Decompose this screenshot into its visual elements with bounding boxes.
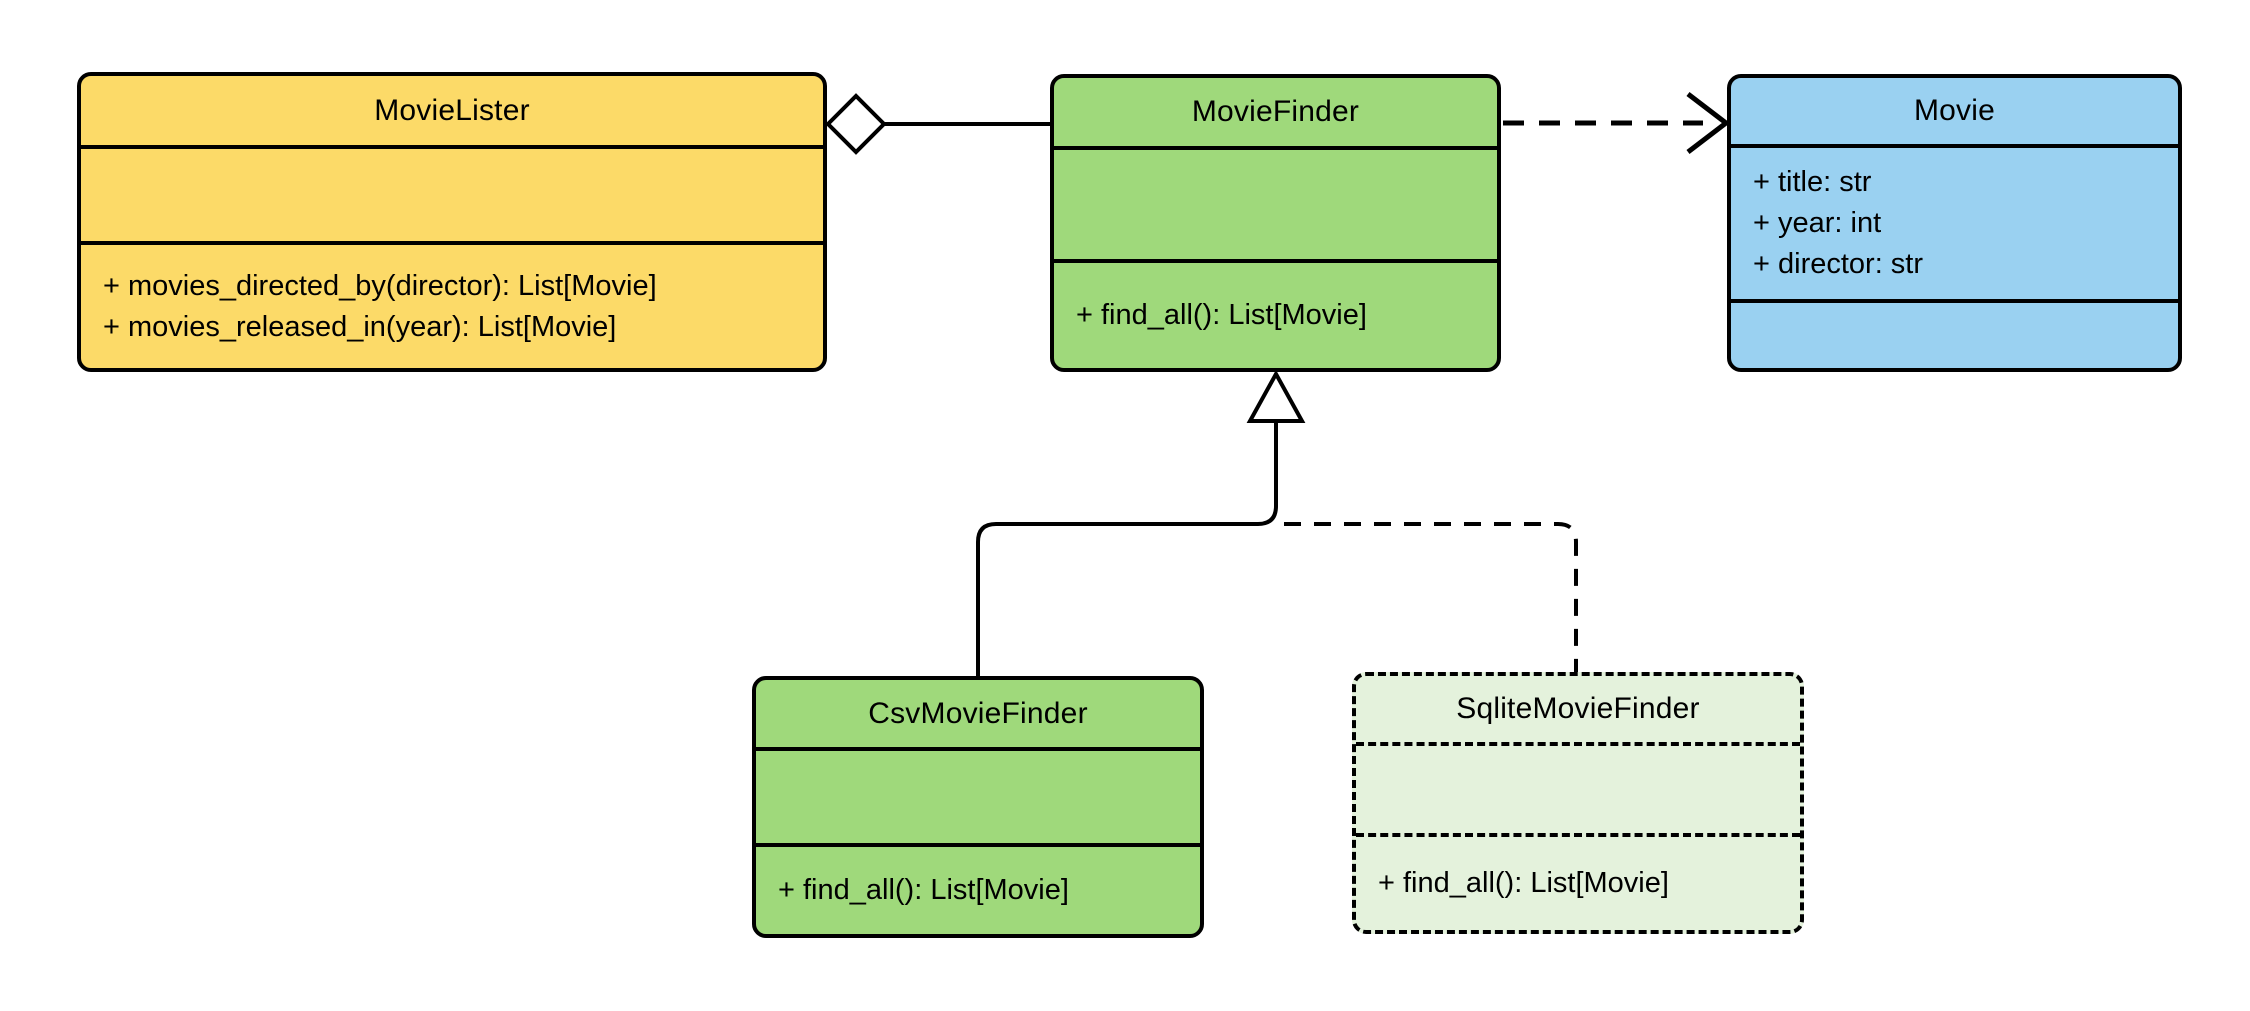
class-movie: Movie + title: str + year: int + directo… xyxy=(1727,74,2182,372)
attribute-row: + year: int xyxy=(1753,207,1882,239)
class-movie-methods-section xyxy=(1731,299,2178,368)
method-row: + find_all(): List[Movie] xyxy=(778,874,1069,906)
class-movielister-methods-section: + movies_directed_by(director): List[Mov… xyxy=(81,241,823,368)
class-moviefinder-title: MovieFinder xyxy=(1191,95,1360,128)
class-csvmoviefinder-attributes-section xyxy=(756,747,1200,843)
class-movielister-title: MovieLister xyxy=(374,93,530,127)
class-sqlitemoviefinder-title: SqliteMovieFinder xyxy=(1456,692,1700,725)
aggregation-diamond-icon xyxy=(825,93,887,155)
method-row: + find_all(): List[Movie] xyxy=(1076,299,1367,331)
class-movielister: MovieLister + movies_directed_by(directo… xyxy=(77,72,827,372)
class-movie-title: Movie xyxy=(1913,94,1996,127)
aggregation-connector xyxy=(825,93,1050,155)
class-moviefinder-methods-section: + find_all(): List[Movie] xyxy=(1054,259,1497,368)
class-csvmoviefinder: CsvMovieFinder + find_all(): List[Movie] xyxy=(752,676,1204,938)
method-row: + movies_released_in(year): List[Movie] xyxy=(103,310,617,343)
attribute-row: + director: str xyxy=(1753,248,1924,280)
method-row: + find_all(): List[Movie] xyxy=(1378,867,1669,899)
inheritance-triangle-icon xyxy=(1246,369,1306,423)
dependency-connector xyxy=(1503,92,1731,154)
inheritance-connector-dashed xyxy=(1284,522,1578,672)
class-movie-attributes-section: + title: str + year: int + director: str xyxy=(1731,144,2178,299)
inheritance-connector-solid xyxy=(976,421,1278,676)
dependency-open-arrowhead-icon xyxy=(1686,92,1731,154)
class-moviefinder: MovieFinder + find_all(): List[Movie] xyxy=(1050,74,1501,372)
class-moviefinder-attributes-section xyxy=(1054,146,1497,259)
method-row: + movies_directed_by(director): List[Mov… xyxy=(103,269,657,302)
class-sqlitemoviefinder: SqliteMovieFinder + find_all(): List[Mov… xyxy=(1352,672,1804,934)
class-csvmoviefinder-methods-section: + find_all(): List[Movie] xyxy=(756,843,1200,934)
class-sqlitemoviefinder-attributes-section xyxy=(1356,742,1800,833)
class-sqlitemoviefinder-methods-section: + find_all(): List[Movie] xyxy=(1356,833,1800,930)
attribute-row: + title: str xyxy=(1753,166,1872,198)
class-movielister-attributes-section xyxy=(81,145,823,241)
class-csvmoviefinder-title: CsvMovieFinder xyxy=(868,696,1088,730)
